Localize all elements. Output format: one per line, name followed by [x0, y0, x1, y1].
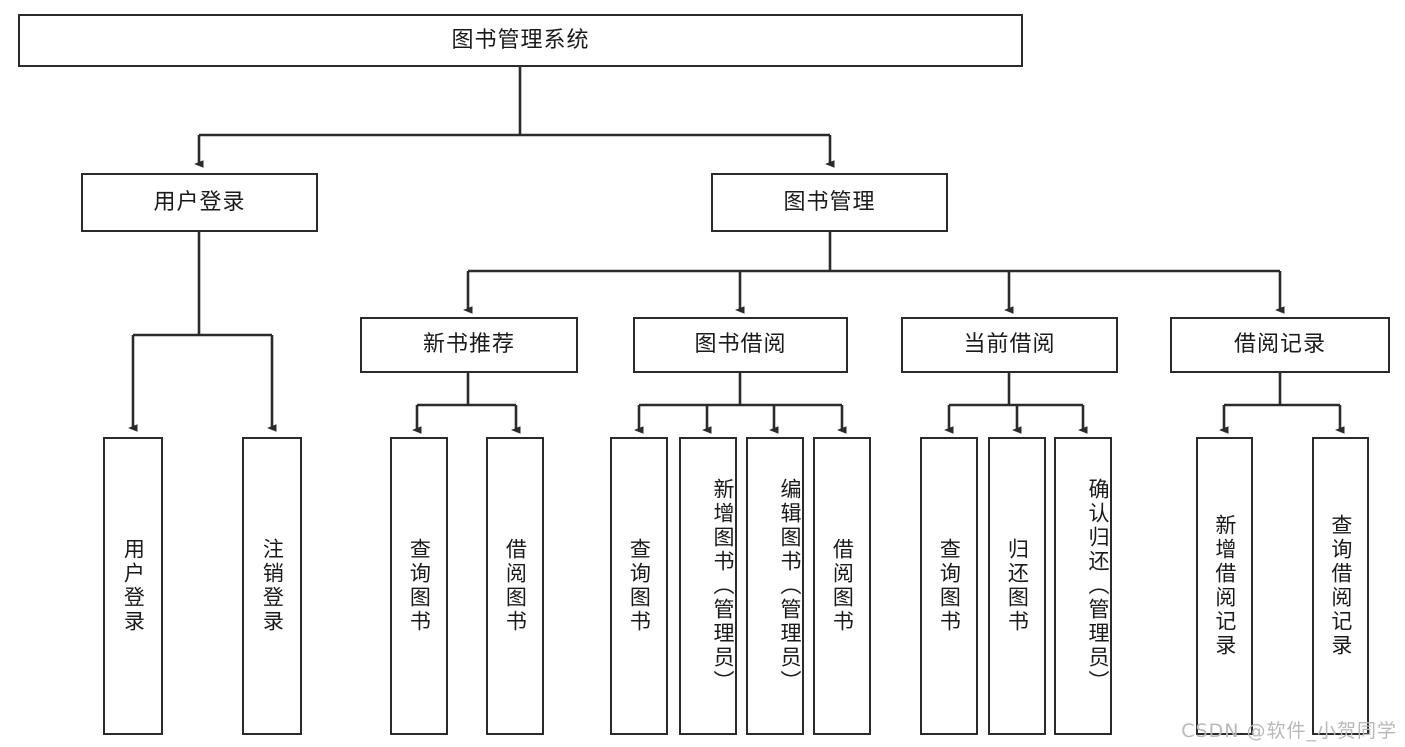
node-leaf-borrow-book[interactable]: 借阅图书	[813, 437, 871, 735]
node-label: 注销登录	[260, 538, 285, 634]
node-leaf-borrow-book-recommend[interactable]: 借阅图书	[486, 437, 544, 735]
node-label: 借阅图书	[503, 538, 528, 634]
node-leaf-query-book-borrow[interactable]: 查询图书	[610, 437, 668, 735]
node-leaf-add-book[interactable]: 新增图书（管理员）	[679, 437, 737, 735]
node-leaf-add-borrow-record[interactable]: 新增借阅记录	[1196, 437, 1253, 735]
node-label: 编辑图书（管理员）	[778, 478, 802, 694]
node-leaf-query-book-recommend[interactable]: 查询图书	[390, 437, 448, 735]
node-leaf-logout[interactable]: 注销登录	[242, 437, 302, 735]
node-label: 借阅图书	[830, 538, 855, 634]
node-book-borrow[interactable]: 图书借阅	[633, 317, 848, 373]
node-leaf-edit-book[interactable]: 编辑图书（管理员）	[746, 437, 804, 735]
node-book-manage[interactable]: 图书管理	[711, 173, 948, 232]
node-label: 查询图书	[407, 538, 432, 634]
node-current-borrow[interactable]: 当前借阅	[901, 317, 1118, 373]
node-user-login[interactable]: 用户登录	[81, 173, 318, 232]
node-label: 新书推荐	[422, 332, 515, 358]
node-label: 查询图书	[627, 538, 652, 634]
node-label: 新增图书（管理员）	[711, 478, 735, 694]
node-label: 新增借阅记录	[1212, 514, 1237, 658]
node-leaf-user-login[interactable]: 用户登录	[103, 437, 163, 735]
node-label: 图书管理系统	[451, 27, 590, 53]
node-root-system[interactable]: 图书管理系统	[18, 14, 1023, 67]
node-label: 用户登录	[121, 538, 146, 634]
node-label: 归还图书	[1005, 538, 1030, 634]
node-leaf-return-book[interactable]: 归还图书	[988, 437, 1046, 735]
node-label: 用户登录	[153, 189, 246, 215]
node-leaf-query-book-current[interactable]: 查询图书	[920, 437, 978, 735]
node-label: 图书借阅	[694, 332, 787, 358]
node-label: 借阅记录	[1233, 332, 1326, 358]
node-label: 查询图书	[937, 538, 962, 634]
node-label: 当前借阅	[963, 332, 1056, 358]
node-new-book-recommend[interactable]: 新书推荐	[360, 317, 578, 373]
node-leaf-confirm-return[interactable]: 确认归还（管理员）	[1054, 437, 1112, 735]
node-borrow-record[interactable]: 借阅记录	[1170, 317, 1390, 373]
node-label: 确认归还（管理员）	[1086, 478, 1110, 694]
node-label: 查询借阅记录	[1328, 514, 1353, 658]
node-leaf-query-borrow-record[interactable]: 查询借阅记录	[1312, 437, 1369, 735]
node-label: 图书管理	[783, 189, 876, 215]
